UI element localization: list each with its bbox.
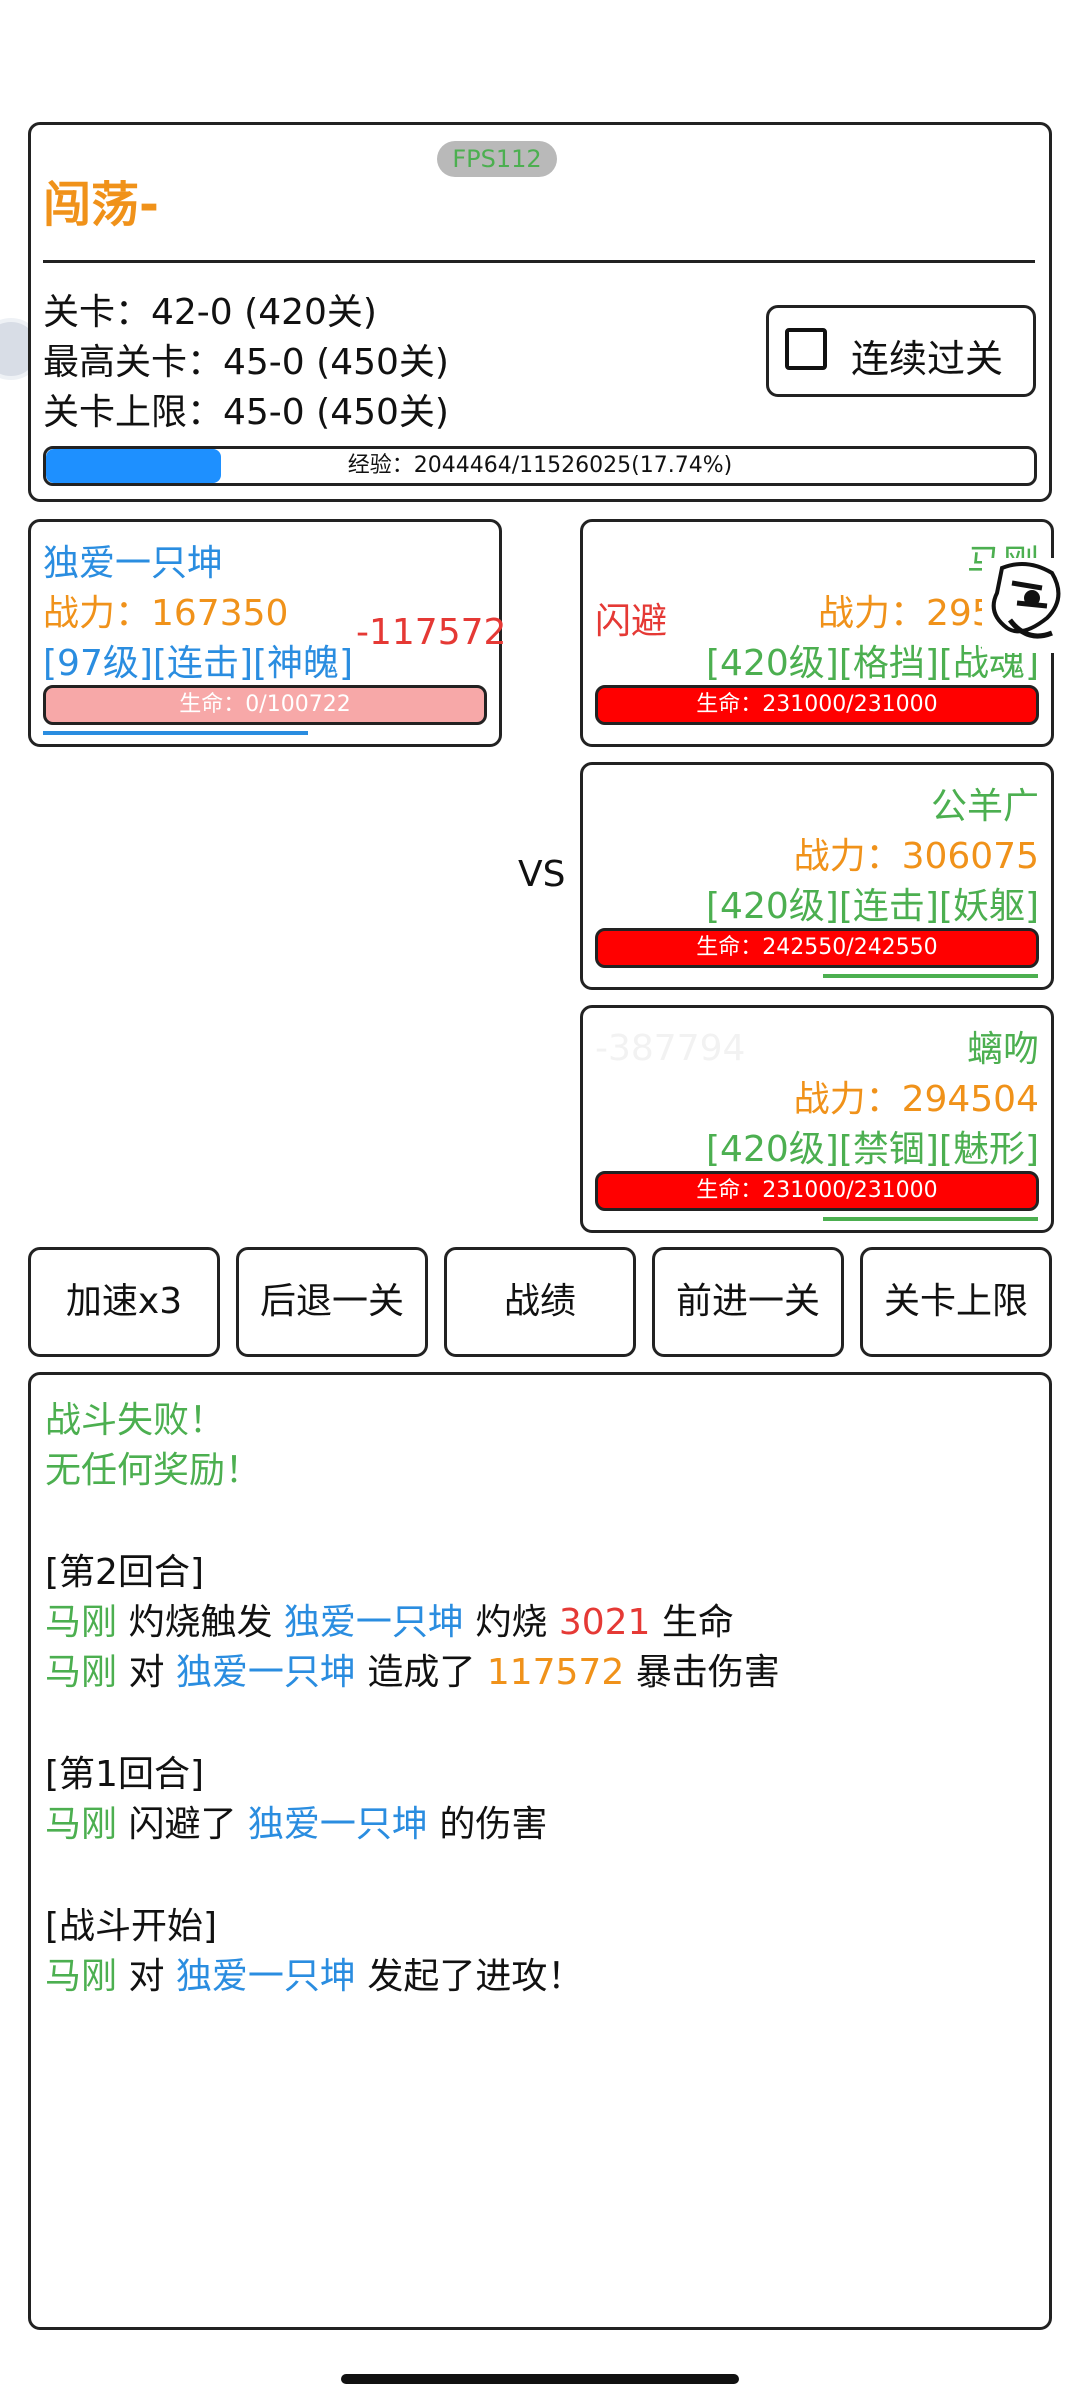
log-actor: 马刚: [45, 1804, 118, 1845]
enemy-card-2[interactable]: 公羊广 战力：306075 [420级][连击][妖躯] 生命：242550/2…: [580, 762, 1054, 990]
enemy-3-hp-bar: 生命：231000/231000: [595, 1171, 1039, 1211]
enemy-2-tags: [420级][连击][妖躯]: [706, 886, 1039, 927]
player-tags: [97级][连击][神魄]: [43, 643, 354, 684]
enemy-1-hp-text: 生命：231000/231000: [696, 692, 938, 717]
log-actor: 马刚: [45, 1652, 118, 1693]
player-hp-bar: 生命：0/100722: [43, 685, 487, 725]
log-tail: 发起了进攻！: [355, 1956, 584, 1997]
log-entry: 马刚 闪避了 独爱一只坤 的伤害: [45, 1795, 547, 1847]
checkbox-icon[interactable]: [785, 328, 827, 370]
enemy-3-name: 螭吻: [966, 1029, 1039, 1070]
vs-label: VS: [518, 854, 566, 895]
speed-up-button[interactable]: 加速x3: [28, 1247, 220, 1357]
log-action: 灼烧触发: [117, 1602, 284, 1643]
player-card[interactable]: 独爱一只坤 战力：167350 [97级][连击][神魄] -117572 生命…: [28, 519, 506, 747]
player-underline: [43, 731, 308, 735]
enemy-3-tags: [420级][禁锢][魅形]: [706, 1129, 1039, 1170]
battle-log[interactable]: 战斗失败！ 无任何奖励！ [第2回合] 马刚 灼烧触发 独爱一只坤 灼烧 302…: [28, 1372, 1052, 2330]
log-entry: 马刚 对 独爱一只坤 造成了 117572 暴击伤害: [45, 1643, 780, 1695]
current-stage: 关卡：42-0 (420关): [43, 292, 377, 333]
experience-bar: 经验：2044464/11526025(17.74%): [43, 446, 1037, 486]
player-hp-text: 生命：0/100722: [179, 692, 351, 717]
log-target: 独爱一只坤: [175, 1956, 356, 1997]
log-reward: 无任何奖励！: [45, 1450, 262, 1491]
log-target: 独爱一只坤: [175, 1652, 356, 1693]
enemy-2-underline: [823, 974, 1038, 978]
log-tail: 的伤害: [427, 1804, 548, 1845]
battle-record-button[interactable]: 战绩: [444, 1247, 636, 1357]
log-target: 独爱一只坤: [247, 1804, 428, 1845]
dodge-popup: 闪避: [595, 601, 668, 642]
enemy-3-power: 战力：294504: [793, 1079, 1039, 1120]
log-entry: 马刚 对 独爱一只坤 发起了进攻！: [45, 1947, 583, 1999]
log-round-1-header: [第1回合]: [45, 1754, 204, 1795]
continuous-clear-label: 连续过关: [851, 337, 1004, 381]
enemy-1-power: 战力：295: [818, 593, 995, 634]
enemy-3-hp-text: 生命：231000/231000: [696, 1178, 938, 1203]
stage-limit-button[interactable]: 关卡上限: [860, 1247, 1052, 1357]
enemy-card-1[interactable]: 马刚 闪避 战力：295 [420级][格挡][战魂] 生命：231000/23…: [580, 519, 1054, 747]
enemy-1-hp-bar: 生命：231000/231000: [595, 685, 1039, 725]
player-power: 战力：167350: [43, 593, 289, 634]
fps-badge: FPS112: [437, 141, 557, 177]
continuous-clear-toggle[interactable]: 连续过关: [766, 305, 1036, 397]
header-divider: [43, 260, 1035, 263]
experience-bar-fill: [46, 449, 222, 483]
enemy-2-power: 战力：306075: [793, 836, 1039, 877]
log-battle-start-header: [战斗开始]: [45, 1906, 218, 1947]
experience-text: 经验：2044464/11526025(17.74%): [347, 453, 733, 478]
log-action: 对: [117, 1956, 176, 1997]
stage-limit: 关卡上限：45-0 (450关): [43, 392, 449, 433]
log-target: 独爱一只坤: [283, 1602, 464, 1643]
faded-damage-popup: -387794: [595, 1028, 746, 1069]
enemy-2-hp-bar: 生命：242550/242550: [595, 928, 1039, 968]
mode-title: 闯荡-: [43, 177, 159, 233]
log-entry: 马刚 灼烧触发 独爱一只坤 灼烧 3021 生命: [45, 1593, 734, 1645]
home-indicator[interactable]: [341, 2374, 739, 2384]
log-mid: 造成了: [355, 1652, 487, 1693]
log-result: 战斗失败！: [45, 1400, 226, 1441]
log-actor: 马刚: [45, 1602, 118, 1643]
max-stage: 最高关卡：45-0 (450关): [43, 342, 449, 383]
log-tail: 暴击伤害: [624, 1652, 780, 1693]
log-value: 3021: [558, 1602, 651, 1643]
log-value: 117572: [486, 1652, 625, 1693]
log-round-2-header: [第2回合]: [45, 1552, 204, 1593]
enemy-3-underline: [823, 1217, 1038, 1221]
log-mid: 灼烧: [463, 1602, 559, 1643]
enemy-2-name: 公羊广: [930, 786, 1039, 827]
damage-popup: -117572: [356, 612, 507, 653]
log-action: 闪避了: [117, 1804, 248, 1845]
previous-stage-button[interactable]: 后退一关: [236, 1247, 428, 1357]
enemy-card-3[interactable]: -387794 螭吻 战力：294504 [420级][禁锢][魅形] 生命：2…: [580, 1005, 1054, 1233]
next-stage-button[interactable]: 前进一关: [652, 1247, 844, 1357]
player-name: 独爱一只坤: [43, 543, 224, 584]
log-tail: 生命: [650, 1602, 734, 1643]
stage-info-panel: FPS112 闯荡- 关卡：42-0 (420关) 最高关卡：45-0 (450…: [28, 122, 1052, 502]
log-action: 对: [117, 1652, 176, 1693]
log-actor: 马刚: [45, 1956, 118, 1997]
watermark-logo: [982, 558, 1072, 653]
enemy-2-hp-text: 生命：242550/242550: [696, 935, 938, 960]
